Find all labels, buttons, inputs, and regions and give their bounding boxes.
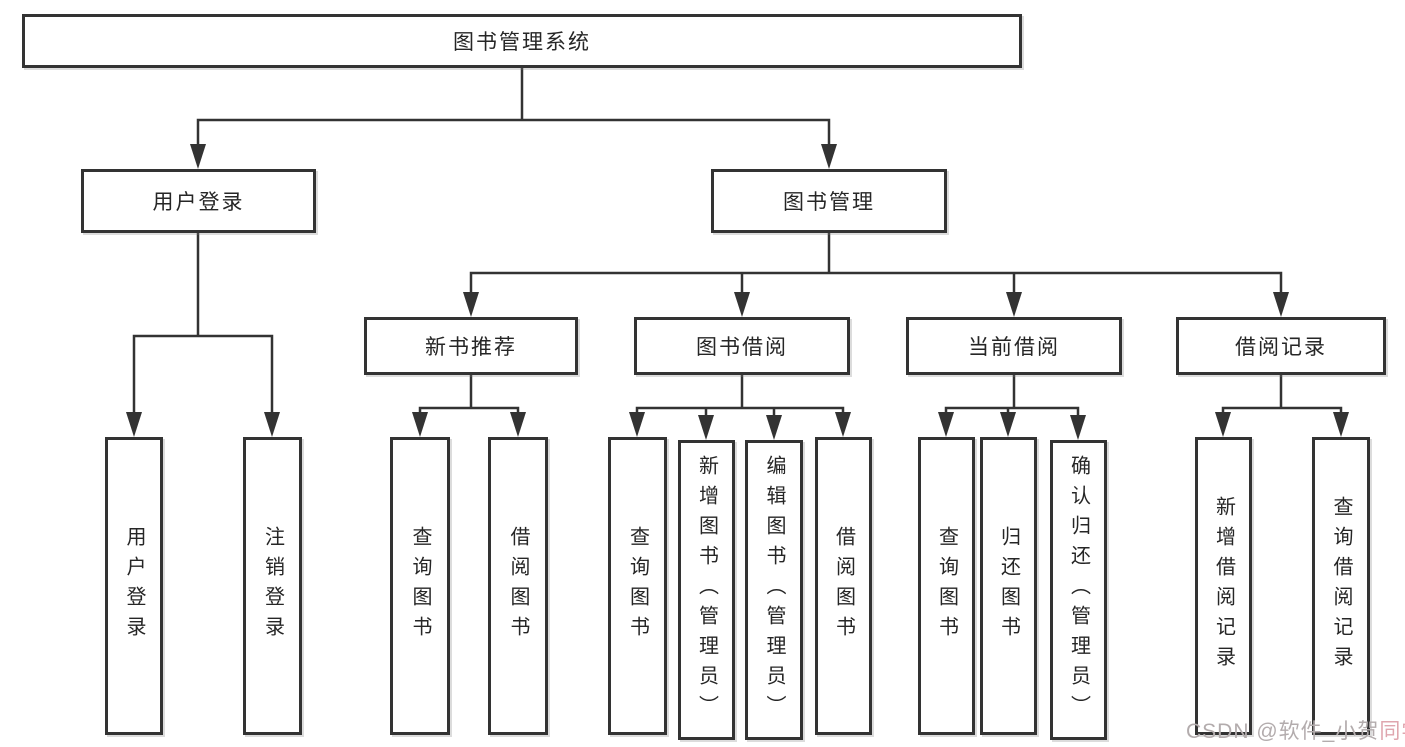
- leaf-logout: 注销登录: [243, 437, 302, 735]
- node-current-borrowing-label: 当前借阅: [968, 336, 1060, 359]
- leaf-confirm-return-admin: 确认归还（管理员）: [1050, 440, 1107, 740]
- leaf-return-books-label: 归还图书: [997, 526, 1020, 646]
- leaf-query-books-3: 查询图书: [918, 437, 975, 735]
- connector: [944, 375, 1080, 417]
- node-borrowing-records: 借阅记录: [1176, 317, 1386, 375]
- arrowhead: [835, 412, 851, 437]
- leaf-borrow-books-2: 借阅图书: [815, 437, 872, 735]
- arrowhead: [412, 412, 428, 437]
- arrowhead: [1333, 412, 1349, 437]
- leaf-query-books-1: 查询图书: [390, 437, 450, 735]
- arrowhead: [510, 412, 526, 437]
- leaf-confirm-return-admin-label: 确认归还（管理员）: [1067, 455, 1090, 725]
- arrowhead: [938, 412, 954, 437]
- connector: [418, 375, 520, 414]
- arrowhead: [1273, 292, 1289, 317]
- leaf-borrow-books-1: 借阅图书: [488, 437, 548, 735]
- leaf-query-books-2: 查询图书: [608, 437, 667, 735]
- leaf-edit-books-admin: 编辑图书（管理员）: [745, 440, 803, 740]
- leaf-query-books-3-label: 查询图书: [935, 526, 958, 646]
- leaf-query-books-1-label: 查询图书: [409, 526, 431, 646]
- leaf-add-books-admin: 新增图书（管理员）: [678, 440, 735, 740]
- arrowhead: [264, 412, 280, 437]
- leaf-query-books-2-label: 查询图书: [626, 526, 649, 646]
- arrowhead: [1215, 412, 1231, 437]
- node-book-borrowing-label: 图书借阅: [696, 336, 788, 359]
- leaf-borrow-books-1-label: 借阅图书: [507, 526, 529, 646]
- arrowhead: [190, 144, 206, 169]
- arrowhead: [1006, 292, 1022, 317]
- leaf-user-login: 用户登录: [105, 437, 163, 735]
- leaf-query-borrow-record-label: 查询借阅记录: [1330, 496, 1352, 676]
- leaf-query-borrow-record: 查询借阅记录: [1312, 437, 1370, 735]
- arrowhead: [734, 292, 750, 317]
- node-root: 图书管理系统: [22, 14, 1022, 68]
- leaf-add-books-admin-label: 新增图书（管理员）: [695, 455, 718, 725]
- arrowhead: [126, 412, 142, 437]
- arrowhead: [1000, 412, 1016, 437]
- node-current-borrowing: 当前借阅: [906, 317, 1122, 375]
- connector: [132, 233, 274, 413]
- arrowhead: [821, 144, 837, 169]
- arrowhead: [766, 415, 782, 440]
- node-user-login-label: 用户登录: [152, 191, 245, 214]
- leaf-user-login-label: 用户登录: [123, 526, 145, 646]
- leaf-add-borrow-record: 新增借阅记录: [1195, 437, 1252, 735]
- node-user-login: 用户登录: [81, 169, 316, 233]
- node-new-book-recommend: 新书推荐: [364, 317, 578, 375]
- node-root-label: 图书管理系统: [453, 31, 591, 54]
- leaf-return-books: 归还图书: [980, 437, 1037, 735]
- leaf-logout-label: 注销登录: [261, 526, 284, 646]
- node-book-borrowing: 图书借阅: [634, 317, 850, 375]
- connector: [469, 233, 1283, 294]
- arrowhead: [629, 412, 645, 437]
- node-book-management-label: 图书管理: [783, 191, 875, 214]
- arrowhead: [463, 292, 479, 317]
- connector: [196, 68, 831, 146]
- leaf-add-borrow-record-label: 新增借阅记录: [1212, 496, 1235, 676]
- node-book-management: 图书管理: [711, 169, 947, 233]
- connector: [1221, 375, 1343, 414]
- arrowhead: [1070, 415, 1086, 440]
- leaf-borrow-books-2-label: 借阅图书: [832, 526, 855, 646]
- connector: [635, 375, 845, 417]
- node-borrowing-records-label: 借阅记录: [1235, 336, 1327, 359]
- node-new-book-recommend-label: 新书推荐: [425, 336, 517, 359]
- leaf-edit-books-admin-label: 编辑图书（管理员）: [763, 455, 785, 725]
- arrowhead: [698, 415, 714, 440]
